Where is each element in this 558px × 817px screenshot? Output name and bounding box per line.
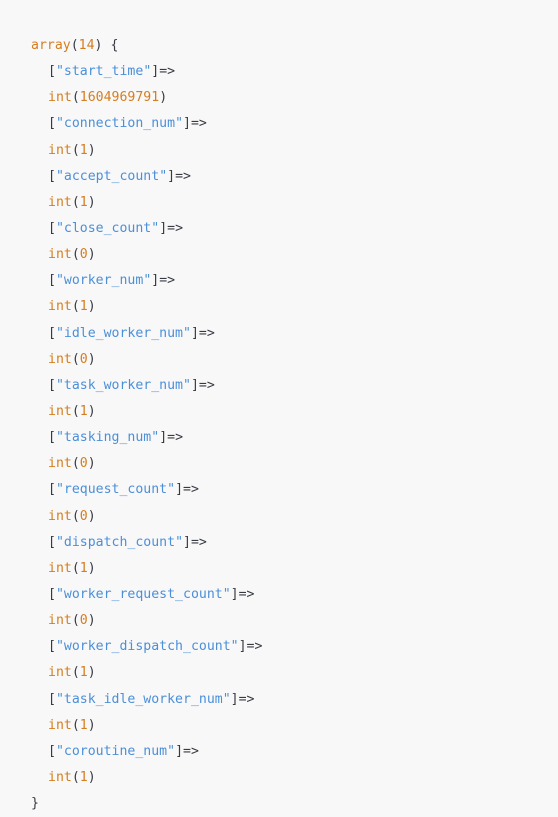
entry-key-line: ["close_count"]=>	[48, 220, 184, 236]
entry-value: 1	[79, 717, 88, 733]
entry-key: "close_count"	[55, 220, 160, 236]
array-entries: ["start_time"]=> int(1604969791) ["connect…	[31, 59, 558, 791]
entry-value: 1	[79, 194, 88, 210]
entry-value: 0	[79, 351, 88, 367]
entry-value-line: int(1)	[48, 299, 96, 315]
entry-type: int	[48, 194, 72, 210]
entry-value: 0	[79, 613, 88, 629]
entry-type: int	[48, 717, 72, 733]
entry-key: "accept_count"	[55, 168, 168, 184]
entry-key-line: ["task_worker_num"]=>	[48, 377, 215, 393]
entry-type: int	[48, 142, 72, 158]
entry-key-line: ["worker_num"]=>	[48, 273, 176, 289]
entry-value: 0	[79, 247, 88, 263]
entry-key: "worker_request_count"	[55, 586, 231, 602]
entry-key: "idle_worker_num"	[55, 325, 191, 341]
entry-key: "dispatch_count"	[55, 534, 184, 550]
array-count: 14	[78, 38, 95, 53]
entry-key-line: ["request_count"]=>	[48, 482, 199, 498]
entry-value-line: int(1)	[48, 560, 96, 576]
entry-key-line: ["coroutine_num"]=>	[48, 743, 199, 759]
entry-type: int	[48, 665, 72, 681]
entry-value-line: int(1)	[48, 769, 96, 785]
entry-key: "coroutine_num"	[55, 743, 176, 759]
entry-value-line: int(1)	[48, 194, 96, 210]
entry-value-line: int(1)	[48, 717, 96, 733]
array-footer-line: }	[31, 791, 558, 817]
entry-key-line: ["accept_count"]=>	[48, 168, 191, 184]
entry-key: "start_time"	[55, 64, 152, 80]
entry-value-line: int(1)	[48, 665, 96, 681]
entry-value: 1	[79, 299, 88, 315]
entry-value-line: int(0)	[48, 247, 96, 263]
entry-type: int	[48, 90, 72, 106]
entry-type: int	[48, 299, 72, 315]
entry-value: 1	[79, 403, 88, 419]
entry-value-line: int(0)	[48, 613, 96, 629]
entry-key-line: ["dispatch_count"]=>	[48, 534, 207, 550]
entry-value-line: int(1)	[48, 403, 96, 419]
entry-value: 1604969791	[79, 90, 160, 106]
entry-key: "task_idle_worker_num"	[55, 691, 231, 707]
entry-key: "request_count"	[55, 482, 176, 498]
entry-value: 0	[79, 508, 88, 524]
entry-key: "tasking_num"	[55, 430, 160, 446]
entry-value-line: int(1604969791)	[48, 90, 168, 106]
entry-key: "worker_num"	[55, 273, 152, 289]
array-keyword: array	[31, 38, 71, 53]
entry-value: 1	[79, 769, 88, 785]
entry-key-line: ["task_idle_worker_num"]=>	[48, 691, 255, 707]
entry-type: int	[48, 247, 72, 263]
entry-key: "worker_dispatch_count"	[55, 639, 239, 655]
entry-key-line: ["start_time"]=>	[48, 64, 176, 80]
entry-type: int	[48, 351, 72, 367]
array-header-line: array(14) {	[31, 38, 119, 53]
entry-value: 1	[79, 560, 88, 576]
entry-type: int	[48, 456, 72, 472]
entry-type: int	[48, 613, 72, 629]
entry-type: int	[48, 508, 72, 524]
entry-type: int	[48, 769, 72, 785]
entry-key-line: ["idle_worker_num"]=>	[48, 325, 215, 341]
entry-value-line: int(0)	[48, 351, 96, 367]
entry-value: 1	[79, 142, 88, 158]
entry-value-line: int(1)	[48, 142, 96, 158]
entry-key-line: ["tasking_num"]=>	[48, 430, 184, 446]
open-brace: {	[102, 38, 119, 53]
entry-key-line: ["connection_num"]=>	[48, 116, 207, 132]
entry-key: "task_worker_num"	[55, 377, 191, 393]
entry-key-line: ["worker_dispatch_count"]=>	[48, 639, 263, 655]
entry-key: "connection_num"	[55, 116, 184, 132]
entry-type: int	[48, 403, 72, 419]
entry-value: 0	[79, 456, 88, 472]
entry-value-line: int(0)	[48, 456, 96, 472]
entry-value: 1	[79, 665, 88, 681]
entry-key-line: ["worker_request_count"]=>	[48, 586, 255, 602]
entry-type: int	[48, 560, 72, 576]
entry-value-line: int(0)	[48, 508, 96, 524]
close-brace: }	[31, 796, 39, 812]
